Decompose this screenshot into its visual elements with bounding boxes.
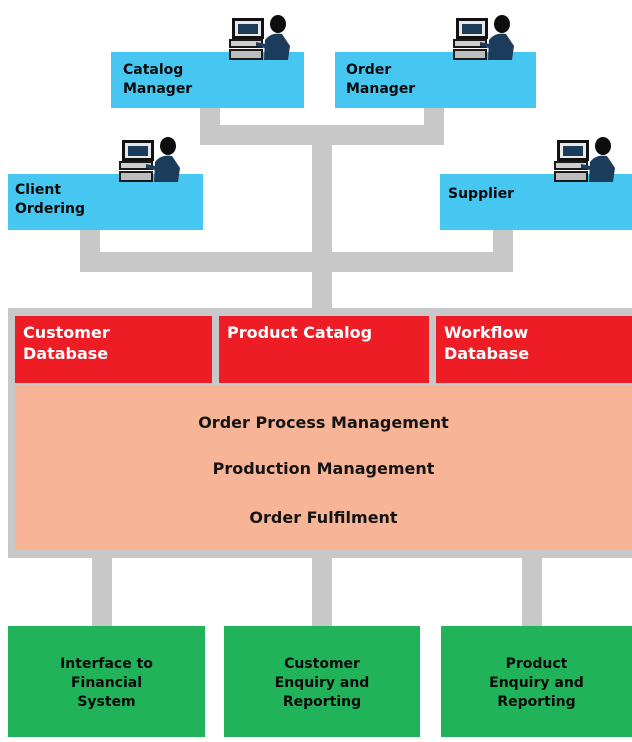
connector-bottom-right bbox=[522, 555, 542, 630]
order-manager-box: Order Manager bbox=[335, 52, 536, 108]
connector-trunk bbox=[312, 125, 332, 310]
catalog-manager-label: Catalog Manager bbox=[123, 62, 193, 97]
client-ordering-box: Client Ordering bbox=[8, 174, 203, 230]
financial-interface-box: Interface to Financial System bbox=[8, 626, 205, 737]
catalog-manager-box: Catalog Manager bbox=[111, 52, 304, 108]
order-fulfilment-label: Order Fulfilment bbox=[249, 508, 398, 527]
order-process-management-label: Order Process Management bbox=[198, 413, 449, 432]
product-enquiry-box: Product Enquiry and Reporting bbox=[441, 626, 632, 737]
connector-bottom-left bbox=[92, 555, 112, 630]
customer-enquiry-box: Customer Enquiry and Reporting bbox=[224, 626, 420, 737]
production-management-label: Production Management bbox=[212, 459, 435, 478]
computer-user-icon bbox=[119, 137, 180, 182]
workflow-database-box: Workflow Database bbox=[436, 316, 632, 383]
connector-middle-horizontal bbox=[80, 252, 513, 272]
connector-bottom-center bbox=[312, 555, 332, 630]
supplier-label: Supplier bbox=[448, 186, 515, 202]
computer-user-icon bbox=[229, 15, 290, 60]
order-manager-label: Order Manager bbox=[346, 62, 416, 97]
computer-user-icon bbox=[453, 15, 514, 60]
supplier-box: Supplier bbox=[440, 174, 632, 230]
customer-database-box: Customer Database bbox=[15, 316, 212, 383]
process-management-area: Order Process Management Production Mana… bbox=[15, 385, 632, 549]
product-catalog-box: Product Catalog bbox=[219, 316, 429, 383]
computer-user-icon bbox=[554, 137, 615, 182]
client-ordering-label: Client Ordering bbox=[15, 182, 86, 217]
